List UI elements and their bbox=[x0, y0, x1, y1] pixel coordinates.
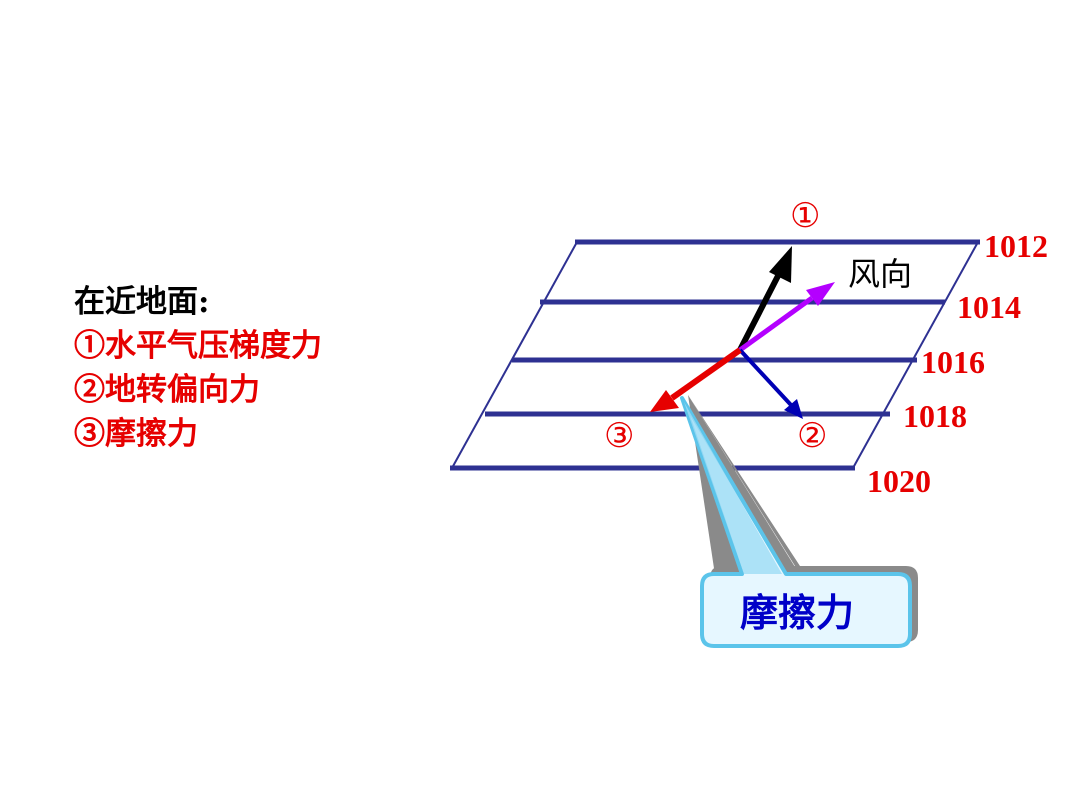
legend: 在近地面: ①水平气压梯度力 ②地转偏向力 ③摩擦力 bbox=[74, 280, 322, 456]
pressure-gradient-force-arrow bbox=[737, 246, 792, 352]
plane-right-edge bbox=[852, 241, 979, 469]
callout-pointer-gradient bbox=[684, 402, 782, 574]
legend-item-pressure-gradient-force: ①水平气压梯度力 bbox=[74, 328, 322, 364]
callout-shadow-pointer bbox=[688, 395, 800, 575]
isobar-label-1014: 1014 bbox=[957, 289, 1021, 325]
callout-body bbox=[680, 396, 912, 648]
friction-force-arrow bbox=[650, 347, 742, 412]
wind-direction-arrow bbox=[738, 282, 835, 353]
legend-item-coriolis-force: ②地转偏向力 bbox=[74, 372, 260, 408]
marker-friction: ③ bbox=[604, 416, 634, 456]
friction-callout: 摩擦力 bbox=[680, 395, 918, 648]
legend-item-friction: ③摩擦力 bbox=[74, 416, 198, 452]
isobar-label-1018: 1018 bbox=[903, 398, 967, 434]
isobar-label-1020: 1020 bbox=[867, 463, 931, 499]
wind-direction-label: 风向 bbox=[848, 255, 912, 293]
callout-label: 摩擦力 bbox=[740, 590, 854, 635]
plane-left-edge bbox=[451, 241, 578, 469]
isobar-label-1012: 1012 bbox=[984, 228, 1048, 264]
marker-coriolis-force: ② bbox=[797, 416, 827, 456]
isobar-label-1016: 1016 bbox=[921, 344, 985, 380]
coriolis-force-arrow bbox=[738, 348, 803, 419]
marker-pressure-gradient-force: ① bbox=[790, 196, 820, 236]
legend-heading: 在近地面: bbox=[74, 284, 210, 320]
